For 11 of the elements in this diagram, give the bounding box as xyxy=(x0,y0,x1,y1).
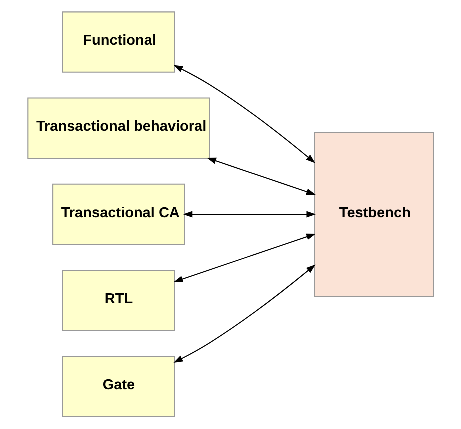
arrow xyxy=(173,234,316,282)
node-box: RTL xyxy=(62,270,175,332)
node-box: Gate xyxy=(62,356,175,418)
node-box: Testbench xyxy=(314,132,434,297)
arrow xyxy=(173,264,316,363)
arrow xyxy=(206,158,316,196)
arrow xyxy=(173,65,315,164)
node-box: Transactional CA xyxy=(52,184,185,246)
arrow xyxy=(182,211,316,218)
node-box: Functional xyxy=(62,12,175,73)
node-box: Transactional behavioral xyxy=(27,98,210,159)
